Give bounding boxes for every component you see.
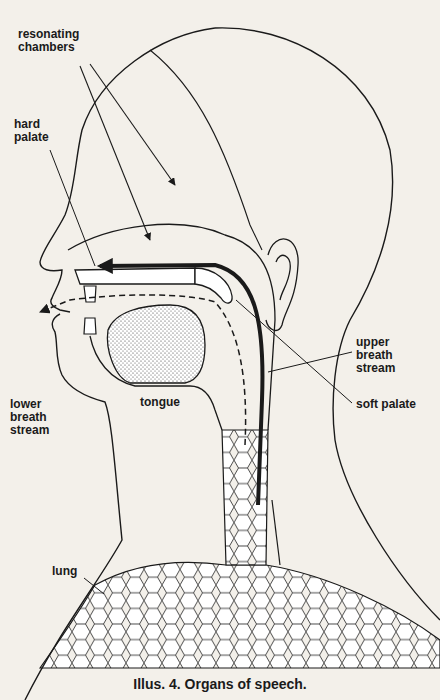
pointer-arrow [90, 64, 175, 185]
hairline [150, 50, 262, 250]
part-label: resonating chambers [18, 28, 100, 54]
part-label: upper breath stream [356, 336, 412, 375]
lung-shape [40, 562, 440, 668]
upper-breath-stream-arrow [100, 265, 262, 505]
figure-caption: Illus. 4. Organs of speech. [133, 676, 307, 692]
upper-teeth [84, 286, 96, 302]
tongue-shape [107, 305, 205, 383]
part-label: hard palate [14, 118, 62, 144]
leader-line [268, 352, 352, 372]
hard-palate-shape [75, 268, 195, 284]
leader-line [236, 300, 352, 403]
lower-breath-stream-arrow [40, 295, 246, 445]
pointer-arrow [80, 66, 150, 240]
part-label: lung [52, 565, 92, 578]
part-label: soft palate [356, 398, 436, 411]
lower-teeth [84, 318, 96, 334]
face-outline [25, 28, 215, 700]
part-label: tongue [140, 396, 200, 409]
part-label: lower breath stream [10, 398, 62, 437]
nasal-cavity-roof [68, 224, 275, 430]
back-of-head-outline [215, 28, 440, 620]
esophagus-line [272, 500, 280, 565]
leader-line [84, 578, 104, 594]
leader-line [50, 150, 95, 266]
